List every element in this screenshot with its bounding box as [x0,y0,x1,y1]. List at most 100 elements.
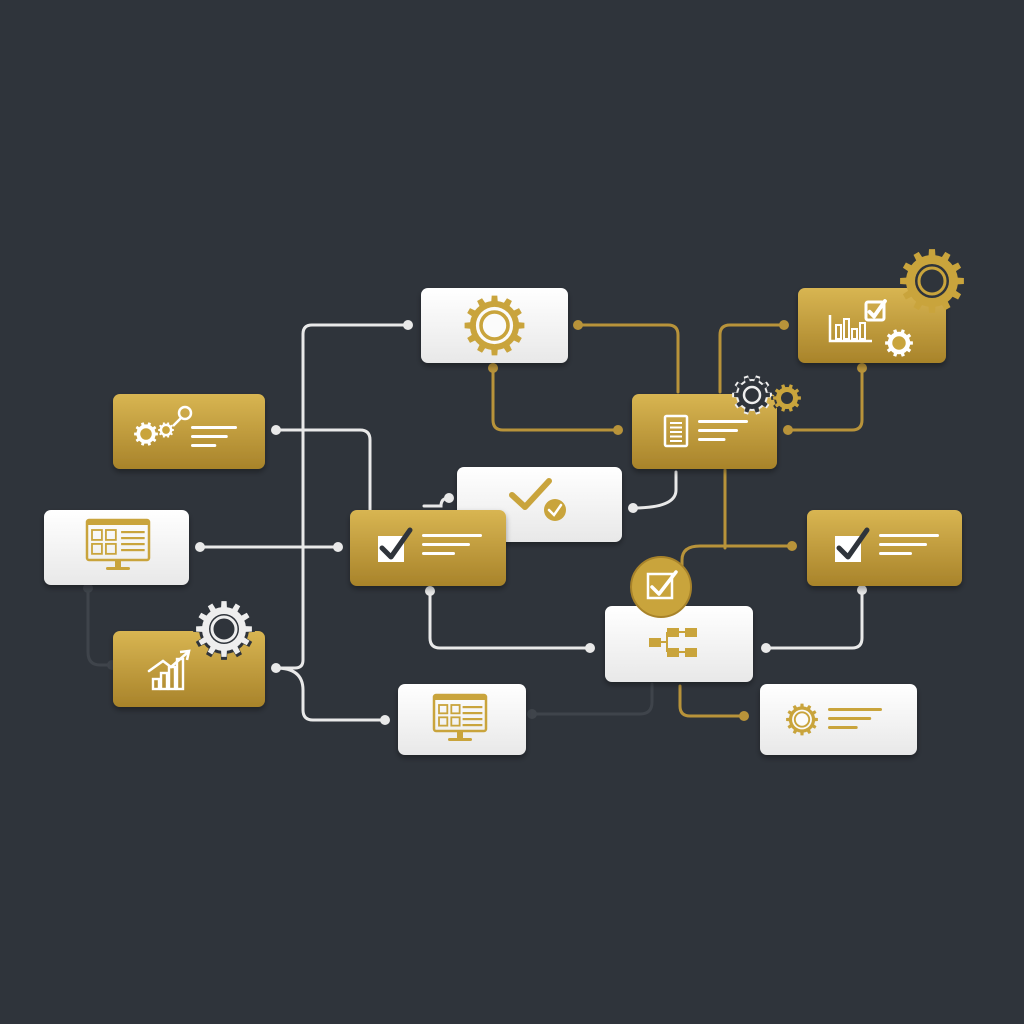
gear-teeth [734,377,770,413]
node-gears-list-left[interactable] [113,394,265,469]
monitor-tile [438,704,449,715]
monitor-tile [438,716,449,727]
text-line [422,552,455,555]
monitor-stand [457,731,463,738]
connector-line-white [274,323,410,670]
monitor-tile [450,704,461,715]
checkbox-mark [836,527,870,560]
text-line [191,426,237,429]
node-monitor-left[interactable] [44,510,189,585]
connector-dot [271,663,281,673]
text-lines-icon [698,420,748,441]
check-circle-bg [544,499,566,521]
hierarchy-box [667,648,679,657]
check-circle-mark [547,503,563,517]
checkmark-icon [509,478,552,510]
node-chart-gears-top-right[interactable] [798,288,946,363]
check-circle-icon [544,499,566,521]
monitor-text-line [462,706,483,709]
connector-line-gold [576,323,680,394]
hierarchy-icon [649,628,697,657]
growth-bar [151,677,161,691]
connectors [83,320,867,725]
gear-ring [917,266,947,296]
connector-dot [857,585,867,595]
document-line [670,431,682,433]
check-badge-icon [630,556,692,618]
node-document-center[interactable] [632,394,777,469]
gears-icon [732,375,803,415]
connector-dot [857,363,867,373]
connector-line-white [274,428,372,514]
text-lines-icon [422,534,482,555]
badge-box [646,572,674,600]
checkbox-icon [835,527,870,562]
gear-icon [885,329,913,357]
gears-icon [134,405,193,446]
connector-dot [761,643,771,653]
node-monitor-bottom[interactable] [398,684,526,755]
node-gear-top[interactable] [421,288,568,363]
monitor-stand [115,560,121,567]
node-checklist-center[interactable] [350,510,506,586]
monitor-titlebar [434,695,486,700]
text-lines-icon [191,426,237,447]
chart-bar [843,318,850,340]
hierarchy-box [667,628,679,637]
monitor-icon [85,518,151,570]
hierarchy-links [661,631,685,653]
node-card[interactable] [350,510,506,586]
monitor-text-line [121,549,145,552]
gear-icon [193,598,255,660]
gear-hole [162,426,170,434]
node-card[interactable] [605,606,753,682]
hierarchy-box [685,648,697,657]
gear-ring [742,385,762,405]
document-line [670,422,682,424]
monitor-tile [91,529,103,541]
checkbox-mark [867,299,887,319]
connector-dot [613,425,623,435]
link-icon [172,417,182,427]
monitor-text-line [121,531,145,534]
connector-dot [425,586,435,596]
gear-icon [158,422,174,438]
chart-bar [851,328,858,340]
monitor-tile [105,543,117,555]
chart-axes [828,315,872,343]
gear-ring [793,711,811,728]
accent-gears [193,249,964,660]
document-line [670,426,682,429]
node-card[interactable] [113,394,265,469]
connector-dot [271,425,281,435]
connector-dot [585,643,595,653]
connector-line-white [274,666,387,722]
text-lines-icon [879,534,939,555]
growth-trend [147,651,189,673]
text-line [191,435,228,438]
connector-dot [573,320,583,330]
monitor-tile [91,543,103,555]
gear-icon [464,295,525,356]
monitor-base [448,738,472,741]
document-icon [663,414,689,448]
node-card[interactable] [398,684,526,755]
node-card[interactable] [807,510,962,586]
text-line [698,429,738,432]
node-hierarchy-center[interactable] [605,606,753,682]
connector-dot [739,711,749,721]
connector-dot [783,425,793,435]
node-gear-list-bottom-right[interactable] [760,684,917,755]
monitor-text-line [462,724,483,727]
connector-line-white [631,470,678,510]
monitor-tile [450,716,461,727]
text-lines-icon [828,708,882,729]
text-line [422,543,470,546]
node-dot-icon [177,405,193,421]
text-line [879,534,939,537]
node-checklist-right[interactable] [807,510,962,586]
monitor-icon [432,693,488,741]
document-line [670,440,682,442]
bar-chart-icon [828,315,872,343]
